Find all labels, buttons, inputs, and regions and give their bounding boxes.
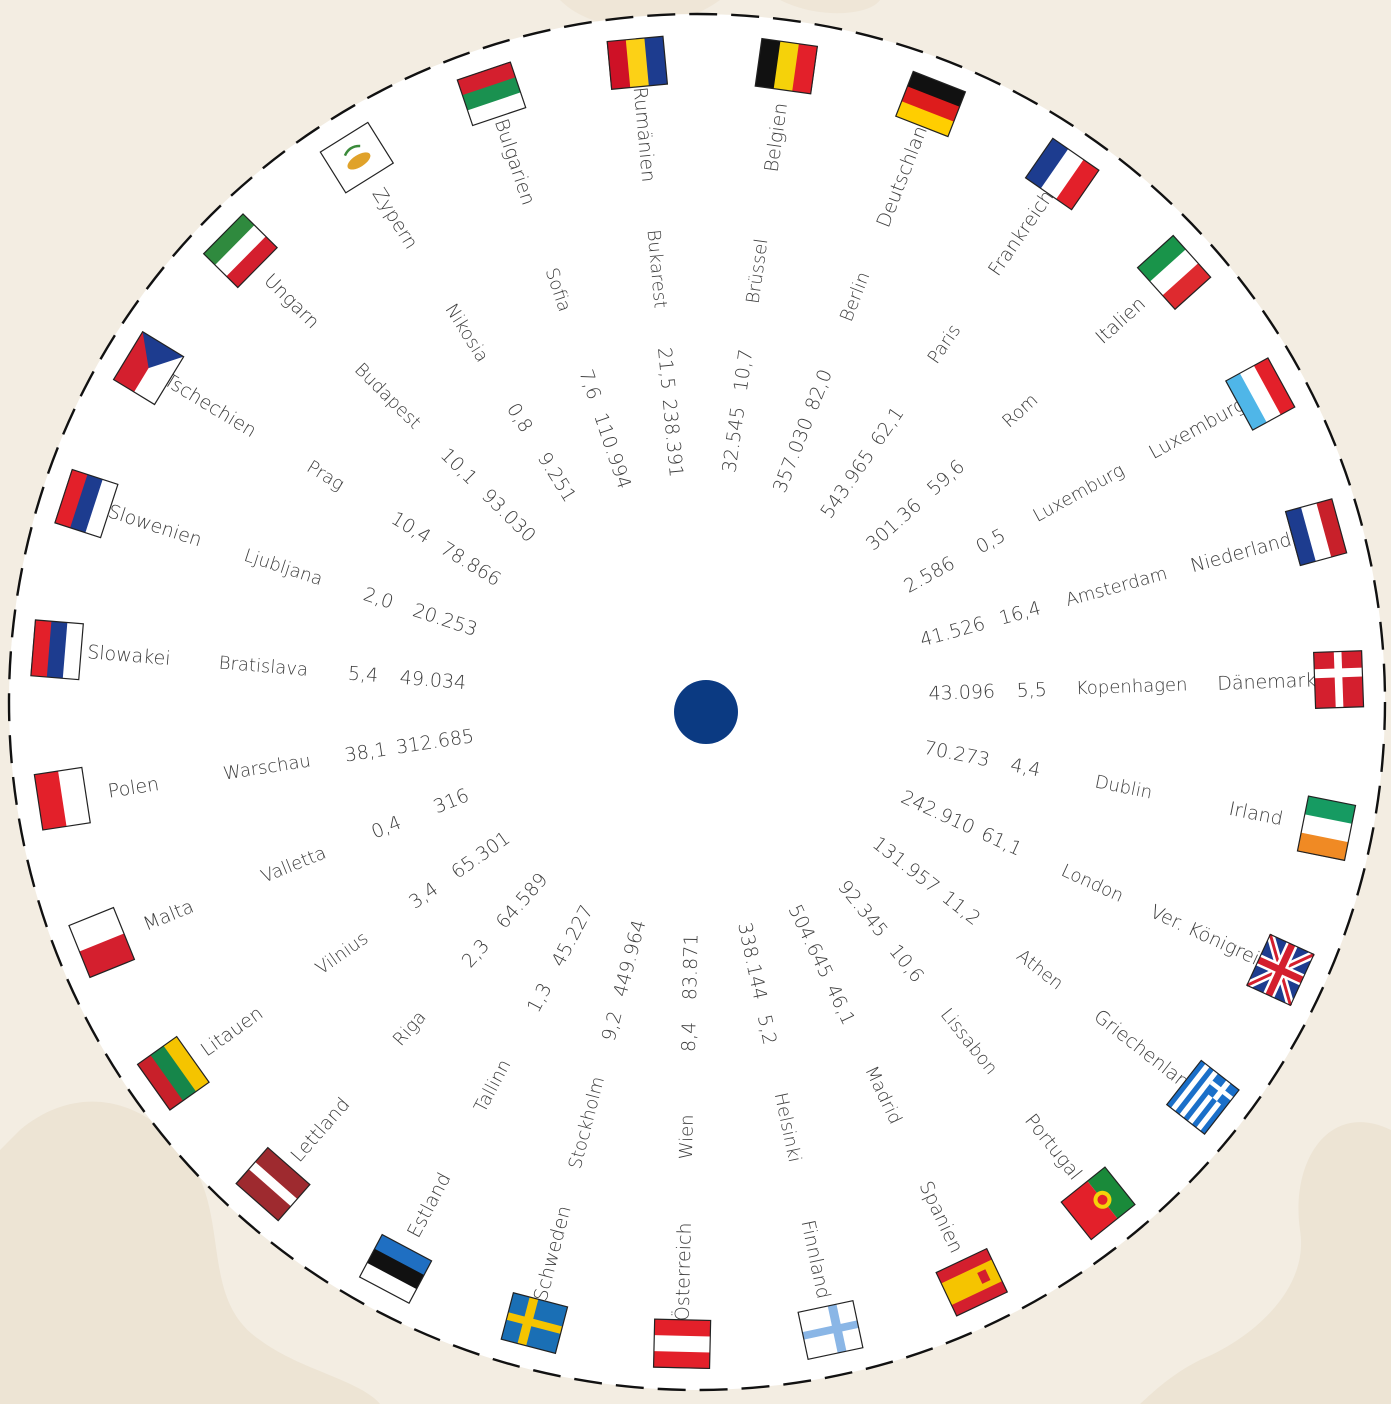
latvia-flag [235,1146,311,1222]
portugal-flag [1060,1166,1136,1241]
population-value: 8,4 [678,1022,701,1053]
flags-layer [30,35,1365,1370]
estonia-flag [358,1233,433,1305]
population-value: 5,5 [1016,679,1047,702]
capital-name: Kopenhagen [1076,674,1188,699]
france-flag [1024,137,1100,211]
poland-flag [33,766,91,831]
background-map-shape [1140,1122,1391,1404]
sweden-flag [500,1292,569,1355]
lithuania-flag [136,1035,210,1111]
ireland-flag [1296,795,1357,862]
capital-name: Wien [676,1114,698,1159]
germany-flag [895,70,967,138]
denmark-flag [1313,650,1365,710]
luxembourg-flag [1224,357,1296,431]
background-map-shape [780,0,880,14]
country-name: Dänemark [1217,669,1317,694]
czech-flag [112,330,185,406]
area-value: 49.034 [399,667,467,694]
italy-flag [1136,234,1212,311]
population-value: 21,5 [653,346,679,390]
slovakia-flag [30,619,84,681]
bulgaria-flag [456,61,527,127]
belgium-flag [754,37,819,95]
austria-flag [652,1318,712,1370]
spain-flag [935,1247,1009,1317]
netherlands-flag [1284,498,1348,567]
uk-flag [1245,933,1316,1007]
background-map-shape [560,0,720,27]
greece-flag [1165,1059,1240,1135]
hungary-flag [202,213,279,289]
cyprus-flag [319,121,395,194]
malta-flag [68,906,136,979]
dashed-ring [7,12,1387,1392]
center-dot[interactable] [674,680,738,744]
finland-flag [797,1299,864,1361]
area-value: 43.096 [928,681,995,705]
country-name: Österreich [671,1222,696,1321]
area-value: 83.871 [679,933,703,1000]
background-map-shape [0,1101,380,1404]
romania-flag [606,35,669,90]
slovenia-flag [54,468,119,539]
population-value: 5,4 [347,663,379,687]
